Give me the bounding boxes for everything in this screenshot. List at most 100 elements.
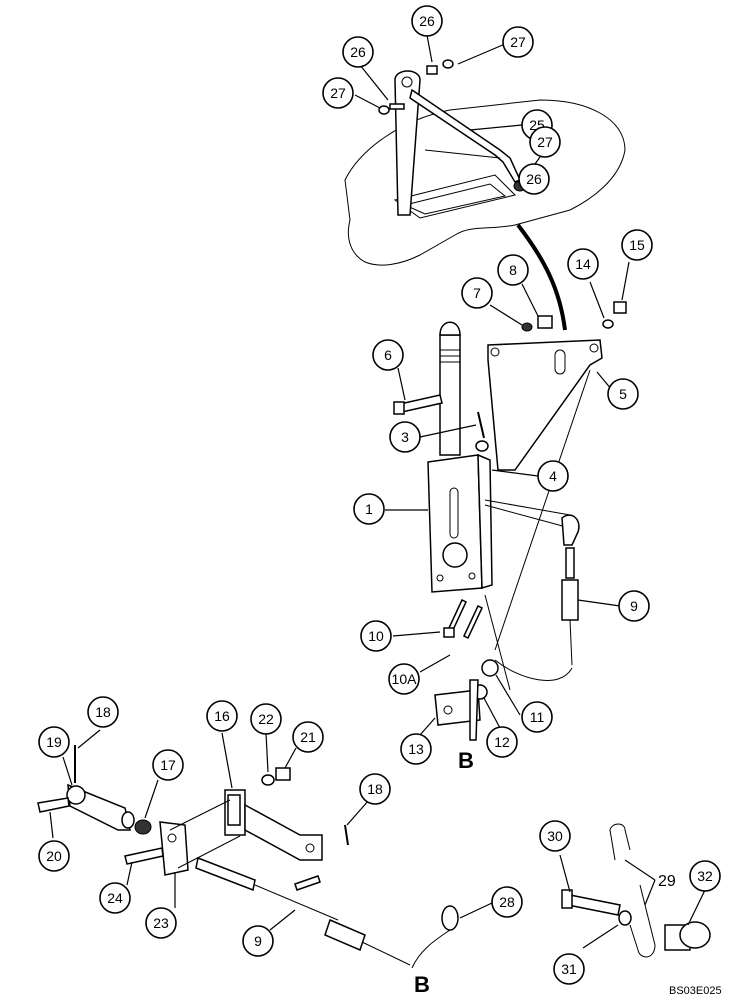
svg-text:21: 21: [300, 729, 316, 745]
lever-shaft: [439, 334, 461, 456]
rod-cross: [424, 149, 501, 159]
washer-31: [618, 910, 632, 926]
cable-9b-spring: [195, 856, 256, 892]
svg-text:26: 26: [419, 13, 435, 29]
bolt-24: [124, 847, 164, 865]
callout-22: 22: [250, 703, 282, 735]
leader-29a: [624, 859, 656, 881]
link-13-hole: [443, 705, 453, 715]
callout-32: 32: [689, 860, 721, 892]
guide-line-4: [169, 799, 231, 831]
cable-9b-tip: [361, 941, 411, 966]
leader-20: [49, 811, 54, 839]
leader-11: [495, 674, 521, 716]
cable-9b-line: [254, 884, 339, 921]
plate-1: [427, 454, 483, 593]
washer-27b: [378, 105, 390, 115]
leader-24: [126, 861, 133, 886]
floor-plate: [344, 99, 626, 266]
bracket-23: [159, 821, 189, 876]
leader-lines: [49, 34, 707, 949]
bracket-5: [487, 339, 603, 471]
svg-text:8: 8: [509, 262, 517, 278]
leader-28: [459, 902, 493, 919]
leader-18b: [346, 799, 370, 826]
leader-6: [397, 367, 406, 401]
top-assembly: [344, 59, 626, 331]
svg-text:27: 27: [537, 134, 553, 150]
svg-text:31: 31: [561, 961, 577, 977]
nut-8: [537, 315, 553, 329]
leader-12: [483, 697, 501, 729]
cable-9-curve: [494, 659, 573, 681]
callout-30: 30: [539, 820, 571, 852]
callout-9b: 9: [242, 925, 274, 957]
callout-27a: 27: [502, 26, 534, 58]
bolt-10b: [463, 604, 483, 640]
clip-29b: [629, 884, 656, 958]
svg-text:13: 13: [408, 741, 424, 757]
callout-5: 5: [607, 378, 639, 410]
callout-15: 15: [621, 229, 653, 261]
svg-text:32: 32: [697, 868, 713, 884]
svg-text:3: 3: [401, 429, 409, 445]
bolt-20: [37, 797, 70, 813]
leader-32: [687, 887, 707, 926]
bolt-6-head: [393, 401, 405, 415]
callout-18b: 18: [359, 773, 391, 805]
svg-text:18: 18: [367, 781, 383, 797]
callouts: 26 27 26 27 25 27 26 8 7 14 15 6 5 3 4 1…: [38, 5, 721, 985]
callout-26b: 26: [411, 5, 443, 37]
leader-14: [589, 281, 605, 319]
nut-17: [134, 819, 152, 835]
callout-8: 8: [497, 254, 529, 286]
link-13: [434, 689, 481, 726]
cable-9b-dash: [411, 929, 451, 969]
svg-text:22: 22: [258, 711, 274, 727]
svg-text:9: 9: [254, 933, 262, 949]
callout-17: 17: [152, 749, 184, 781]
callout-10: 10: [360, 620, 392, 652]
cable-link: [516, 223, 567, 331]
callout-9a: 9: [618, 590, 650, 622]
callout-14: 14: [567, 248, 599, 280]
leader-3: [419, 424, 477, 438]
leader-15: [621, 261, 630, 301]
callout-10A: 10A: [388, 663, 420, 695]
svg-text:18: 18: [95, 704, 111, 720]
callout-6: 6: [372, 339, 404, 371]
lower-right-assembly: [561, 823, 711, 958]
plate-boss: [442, 542, 468, 568]
callout-16: 16: [206, 700, 238, 732]
lever-assembly: [393, 301, 627, 741]
svg-text:7: 7: [473, 285, 481, 301]
roller-11: [481, 659, 499, 677]
clevis-19-eye: [66, 785, 86, 805]
bracket-slot: [554, 349, 566, 375]
callout-27c: 27: [529, 126, 561, 158]
svg-text:6: 6: [384, 347, 392, 363]
callout-24: 24: [99, 882, 131, 914]
pin-3: [477, 411, 485, 439]
callout-4: 4: [537, 460, 569, 492]
svg-text:10A: 10A: [392, 671, 418, 687]
nut-26b: [426, 65, 438, 75]
leader-7: [489, 304, 523, 326]
callout-7: 7: [461, 277, 493, 309]
bolt-30-head: [561, 889, 573, 909]
section-b-upper: B: [458, 748, 474, 773]
bolt-10-head: [443, 627, 455, 638]
bushing-32-end: [679, 921, 711, 949]
leader-4: [491, 469, 539, 477]
leader-30: [559, 854, 571, 893]
svg-text:27: 27: [510, 34, 526, 50]
bracket-hole-2: [589, 343, 599, 353]
bolt-26a: [389, 103, 405, 110]
svg-text:9: 9: [630, 598, 638, 614]
leader-10A: [419, 654, 451, 673]
svg-text:5: 5: [619, 386, 627, 402]
callout-12: 12: [486, 726, 518, 758]
bracket-23-hole: [167, 833, 177, 843]
clip-28: [441, 905, 459, 931]
leader-9a: [577, 599, 621, 607]
